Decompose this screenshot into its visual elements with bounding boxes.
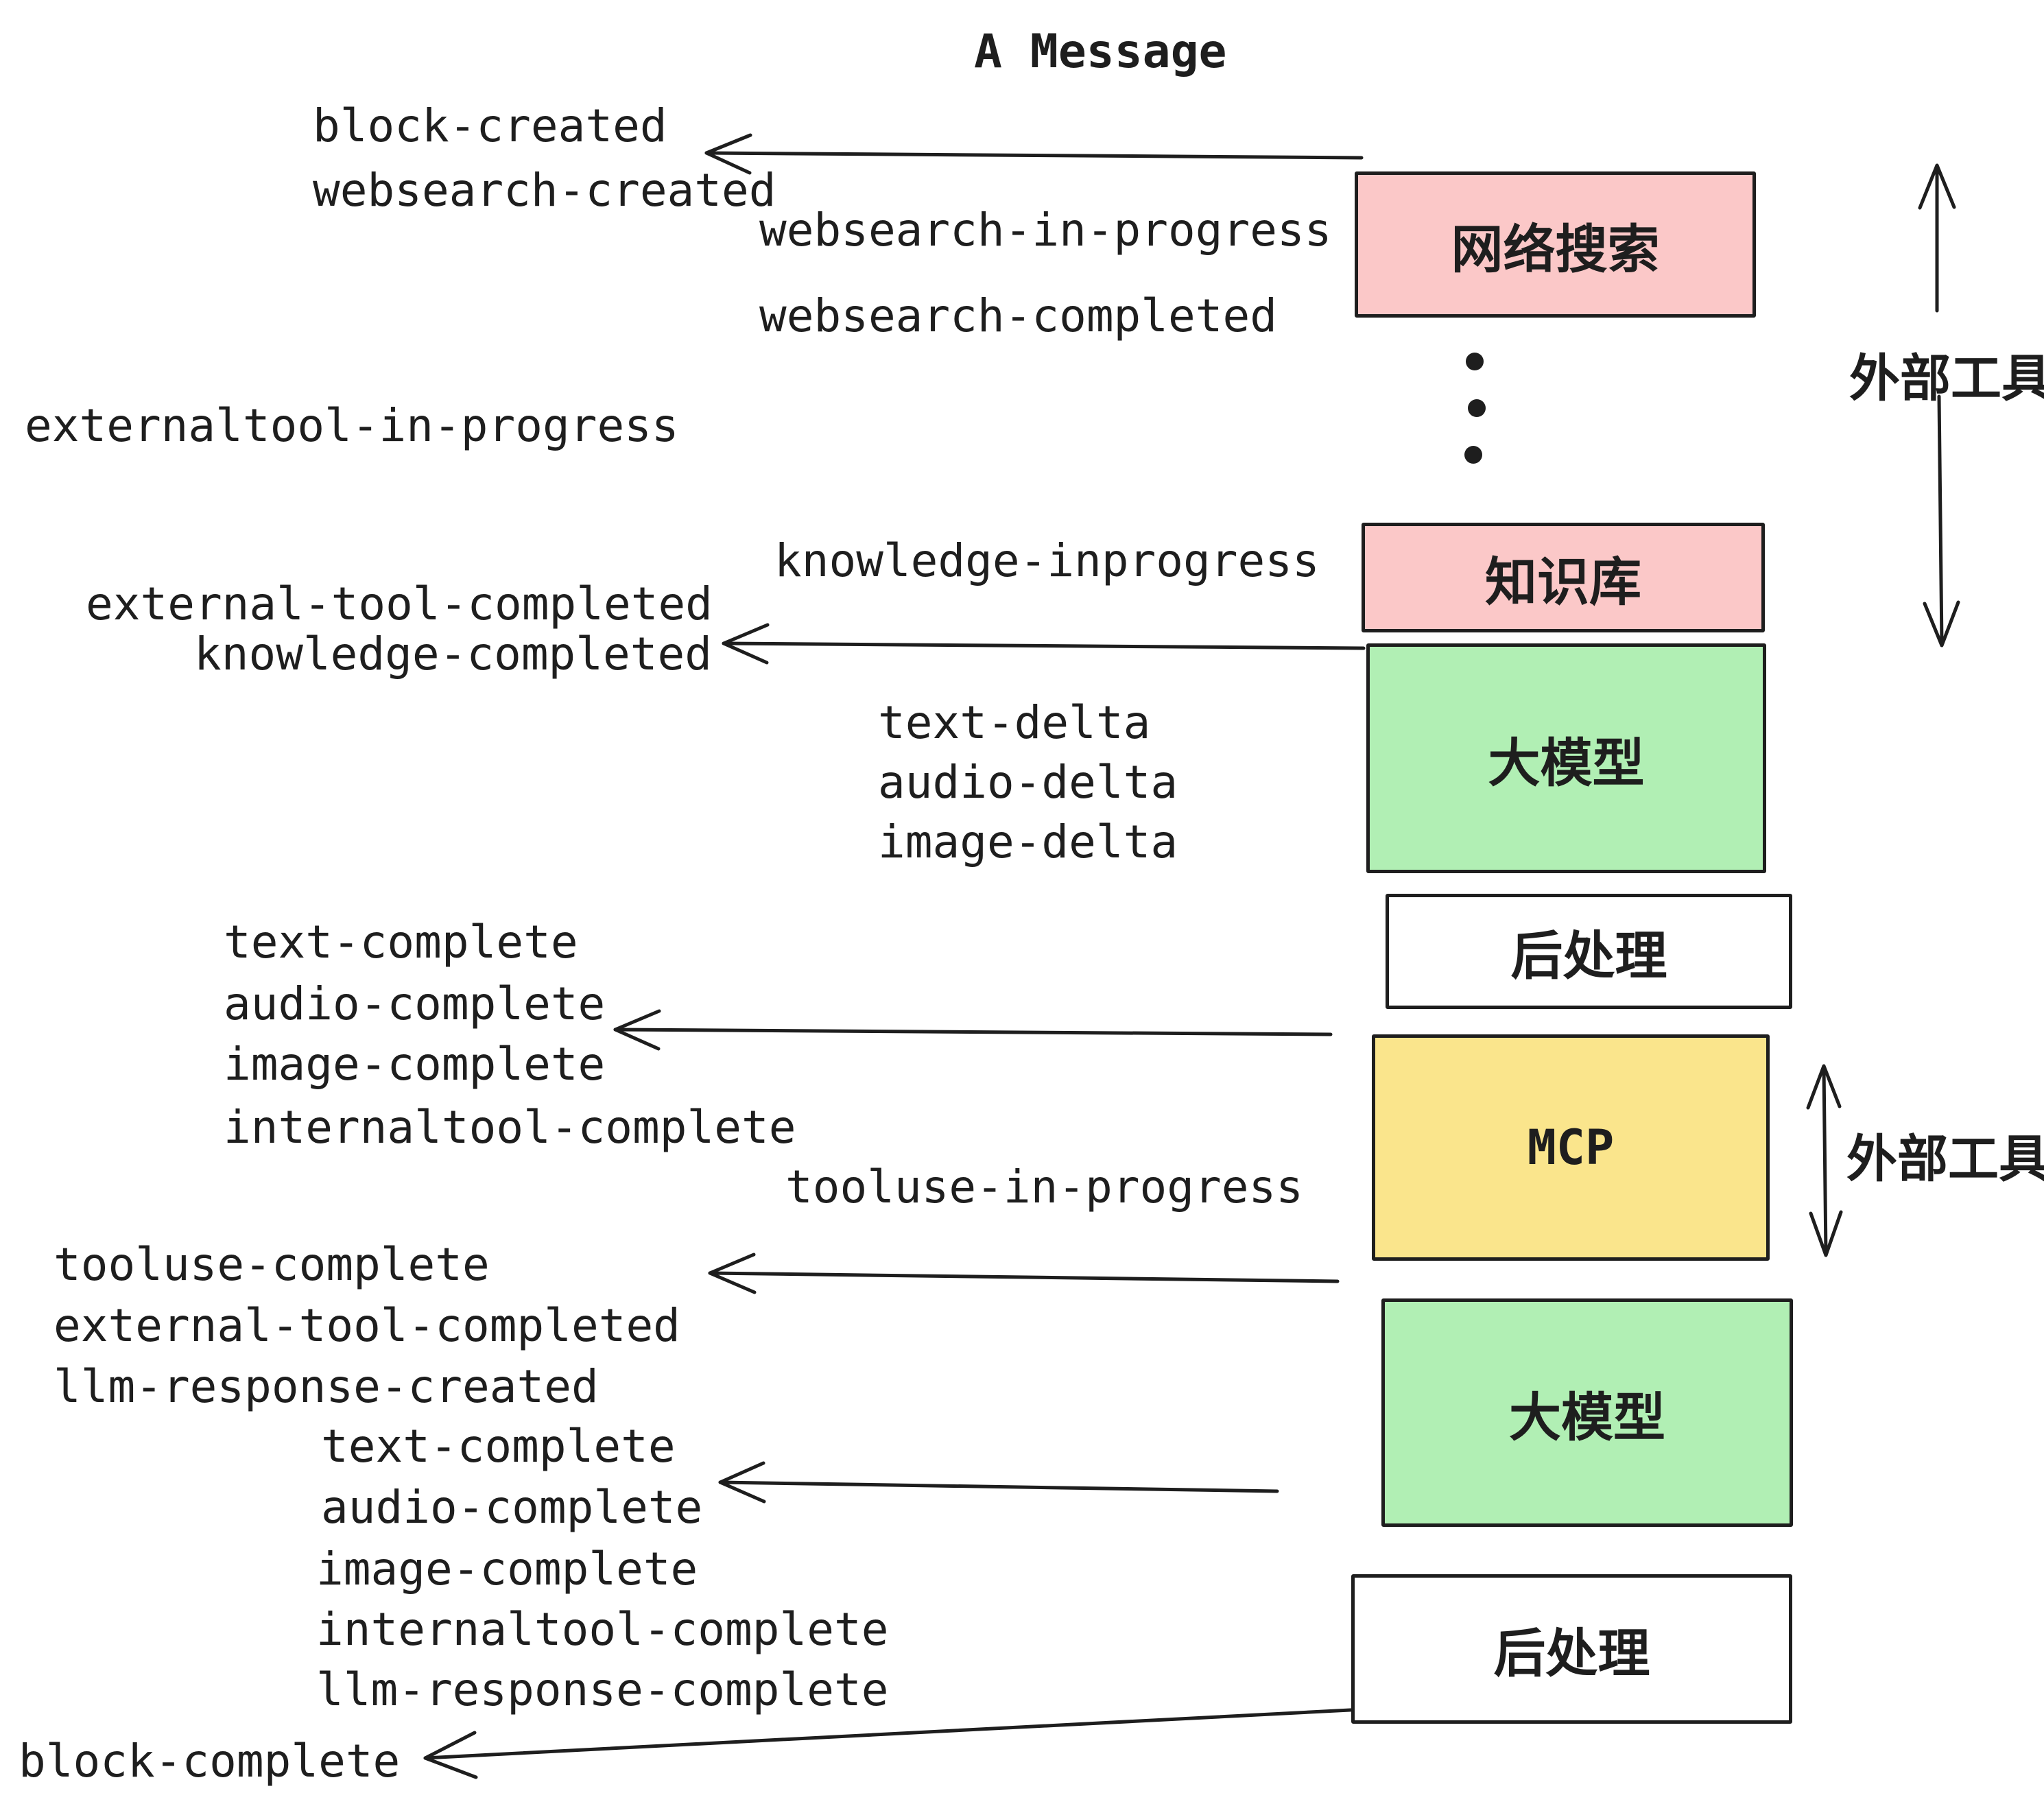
event-websearch-completed: websearch-completed (759, 289, 1277, 342)
event-knowledge-inprogress: knowledge-inprogress (774, 534, 1320, 587)
side-label-external-tools-2: 外部工具 (1846, 1130, 2044, 1189)
arrow-websearch-created (704, 133, 1364, 175)
event-audio-complete-1: audio-complete (224, 977, 606, 1030)
box-post-2-label: 后处理 (1493, 1623, 1650, 1684)
event-external-tool-completed: external-tool-completed (86, 578, 713, 630)
box-websearch-label: 网络搜索 (1451, 218, 1660, 280)
side-label-external-tools-1: 外部工具 (1849, 349, 2044, 408)
box-llm-2: 大模型 (1381, 1298, 1793, 1527)
box-post-1-label: 后处理 (1510, 925, 1667, 986)
event-text-delta-1: text-delta (878, 696, 1151, 749)
arrow-knowledge-completed (722, 623, 1366, 665)
event-knowledge-completed: knowledge-completed (194, 628, 712, 680)
box-llm-1-label: 大模型 (1488, 732, 1645, 794)
box-mcp: MCP (1372, 1034, 1770, 1261)
box-knowledge: 知识库 (1362, 523, 1765, 632)
event-block-created: block-created (313, 99, 667, 152)
event-image-complete-1: image-complete (224, 1038, 606, 1091)
event-audio-delta-1: audio-delta (878, 756, 1178, 809)
box-websearch: 网络搜索 (1355, 171, 1756, 318)
arrow-external-tools-range-1 (1918, 163, 1960, 648)
event-llm-response-created: llm-response-created (54, 1360, 599, 1413)
event-internaltool-complete-1: internaltool-complete (224, 1101, 796, 1154)
event-external-tool-completed-2: external-tool-completed (54, 1299, 680, 1352)
event-websearch-in-progress: websearch-in-progress (759, 204, 1332, 257)
box-knowledge-label: 知识库 (1485, 551, 1641, 613)
box-llm-2-label: 大模型 (1509, 1386, 1665, 1448)
arrow-image-complete (613, 1009, 1333, 1051)
event-image-delta-1: image-delta (878, 816, 1178, 868)
arrow-audio-complete (718, 1461, 1279, 1504)
diagram-title: A Message (974, 25, 1227, 79)
event-llm-response-complete: llm-response-complete (316, 1663, 889, 1716)
arrow-block-complete (423, 1707, 1366, 1779)
event-internaltool-complete-2: internaltool-complete (316, 1603, 889, 1656)
event-block-complete: block-complete (19, 1735, 401, 1788)
event-externaltool-in-progress: externaltool-in-progress (25, 399, 679, 452)
event-tooluse-in-progress: tooluse-in-progress (785, 1161, 1303, 1213)
box-mcp-label: MCP (1527, 1119, 1615, 1176)
box-llm-1: 大模型 (1366, 643, 1766, 873)
event-tooluse-complete: tooluse-complete (54, 1238, 490, 1291)
box-post-2: 后处理 (1351, 1574, 1792, 1724)
event-text-complete-2: text-complete (321, 1420, 676, 1473)
box-post-1: 后处理 (1386, 894, 1792, 1009)
arrow-mcp-bidirectional (1806, 1064, 1843, 1257)
event-websearch-created: websearch-created (313, 164, 776, 217)
ellipsis-dots (1464, 353, 1486, 464)
arrow-tooluse-complete (708, 1253, 1340, 1294)
event-text-complete-1: text-complete (224, 916, 578, 969)
event-audio-complete-2: audio-complete (321, 1481, 703, 1534)
event-image-complete-2: image-complete (316, 1543, 698, 1595)
